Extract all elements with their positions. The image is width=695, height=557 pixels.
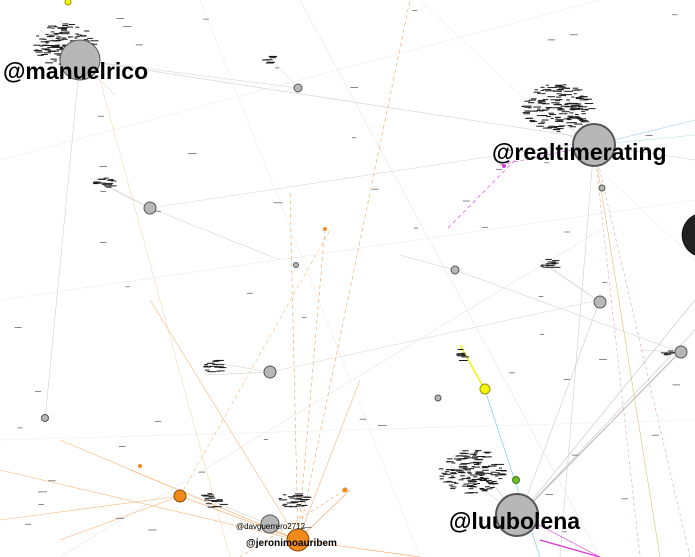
edge (593, 144, 661, 557)
edge (239, 489, 346, 557)
node-yellow[interactable] (64, 0, 72, 6)
edge (539, 539, 601, 557)
edge (454, 269, 681, 353)
edge (149, 299, 299, 541)
hub-node-realtimerating[interactable] (572, 123, 616, 167)
edge (297, 227, 326, 541)
edge (519, 351, 681, 516)
edge (179, 229, 331, 497)
edge (204, 371, 271, 376)
edge (59, 229, 601, 557)
node-layer (41, 0, 695, 552)
edge (559, 144, 595, 557)
node[interactable] (293, 83, 303, 93)
edge (459, 344, 486, 391)
hub-label-realtimerating: @realtimerating (492, 139, 667, 165)
edge (0, 199, 695, 301)
node-label-jeronimoauribem: @jeronimoauribem (246, 538, 337, 549)
edge (269, 57, 299, 89)
node[interactable] (263, 365, 277, 379)
edge (297, 0, 411, 541)
edge (519, 299, 601, 516)
edge (289, 189, 299, 541)
edge (199, 0, 421, 557)
node[interactable] (674, 345, 688, 359)
node[interactable] (450, 265, 460, 275)
edge (44, 59, 81, 421)
node-yellow[interactable] (479, 383, 491, 395)
edge (0, 495, 181, 521)
edge (209, 361, 271, 373)
node-label-davguerrero: @davguerrero2712 (236, 522, 306, 531)
node[interactable] (143, 201, 157, 215)
edge (99, 79, 231, 557)
edge (297, 539, 421, 557)
edge (0, 0, 601, 161)
node-orange[interactable] (323, 227, 327, 231)
node[interactable] (434, 394, 442, 402)
node-magenta[interactable] (502, 164, 506, 168)
node-orange[interactable] (286, 528, 310, 552)
edge (639, 349, 681, 353)
node[interactable] (260, 514, 280, 534)
node[interactable] (598, 184, 606, 192)
hub-node-luubolena[interactable] (495, 493, 539, 537)
hub-node-offscreen[interactable] (681, 214, 695, 256)
node[interactable] (41, 414, 49, 422)
edge (79, 59, 601, 141)
node-orange[interactable] (342, 487, 348, 493)
edge (299, 0, 601, 557)
edge (297, 489, 351, 541)
edge (519, 299, 695, 516)
hub-label-manuelrico: @manuelrico (3, 58, 148, 84)
node-orange[interactable] (173, 489, 187, 503)
node-green[interactable] (512, 476, 520, 484)
edge (399, 254, 456, 271)
edge (179, 495, 299, 541)
node[interactable] (293, 262, 299, 268)
hub-node-manuelrico[interactable] (59, 39, 101, 81)
edge (447, 154, 521, 229)
edge (149, 207, 281, 261)
hub-label-luubolena: @luubolena (449, 508, 580, 534)
edge (79, 59, 299, 89)
node[interactable] (593, 295, 607, 309)
edge (297, 379, 361, 541)
edge (269, 299, 601, 373)
edge (0, 419, 695, 441)
edge (149, 139, 601, 209)
edge (0, 469, 299, 541)
edge (593, 144, 691, 557)
node-orange[interactable] (138, 464, 142, 468)
